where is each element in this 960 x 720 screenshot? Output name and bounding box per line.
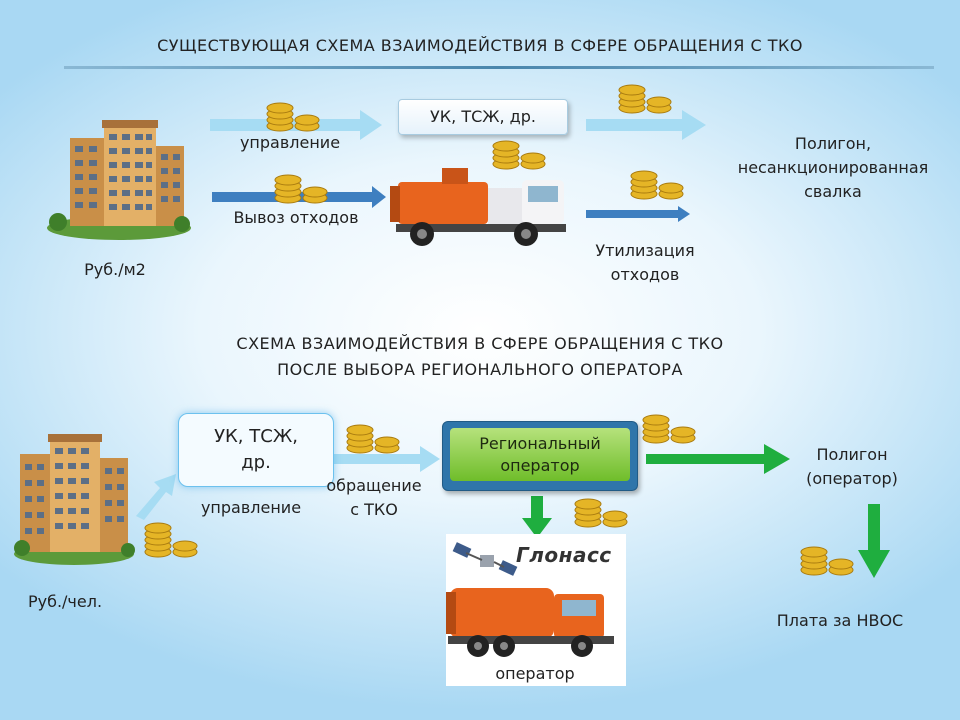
glonass-logo: Глонасс [516, 543, 612, 567]
coins-icon [274, 174, 328, 204]
building-to-uk-arrow [136, 474, 176, 520]
top-management-label: управление [239, 133, 341, 152]
bottom-landfill-line-1: Полигон [816, 445, 888, 464]
bottom-landfill-line-2: (оператор) [806, 469, 898, 488]
handling-line-2: с ТКО [350, 500, 398, 519]
coins-icon [642, 414, 696, 444]
truck-operator-label: оператор [495, 664, 575, 683]
bottom-title-line-2: ПОСЛЕ ВЫБОРА РЕГИОНАЛЬНОГО ОПЕРАТОРА [277, 360, 683, 379]
nvos-fee-label: Плата за НВОС [776, 611, 904, 630]
garbage-truck-icon [446, 588, 614, 657]
uk-to-operator-arrow [334, 446, 440, 472]
truck-to-utilization-arrow [586, 206, 690, 222]
bottom-title-line-1: СХЕМА ВЗАИМОДЕЙСТВИЯ В СФЕРЕ ОБРАЩЕНИЯ С… [236, 334, 724, 353]
uk-tszh-box-top: УК, ТСЖ, др. [398, 99, 568, 135]
coins-icon [492, 140, 546, 170]
uk-bottom-line-2: др. [241, 452, 271, 473]
coins-icon [346, 424, 400, 454]
coins-icon [618, 84, 672, 114]
bottom-management-label: управление [200, 498, 302, 517]
bottom-scheme-title: СХЕМА ВЗАИМОДЕЙСТВИЯ В СФЕРЕ ОБРАЩЕНИЯ С… [100, 331, 860, 383]
handling-line-1: обращение [326, 476, 422, 495]
waste-removal-label: Вывоз отходов [233, 208, 359, 227]
uk-to-landfill-arrow [586, 110, 706, 140]
uk-bottom-line-1: УК, ТСЖ, [214, 426, 298, 447]
top-scheme-title: СУЩЕСТВУЮЩАЯ СХЕМА ВЗАИМОДЕЙСТВИЯ В СФЕР… [157, 36, 803, 55]
price-per-m2-label: Руб./м2 [84, 260, 146, 279]
top-landfill-line-2: несанкционированная [737, 158, 929, 177]
operator-to-truck-arrow [522, 496, 552, 538]
uk-tszh-box-bottom: УК, ТСЖ, др. [178, 413, 334, 487]
apartment-building-icon [14, 434, 135, 565]
garbage-truck-icon [390, 168, 566, 246]
apartment-building-icon [47, 120, 191, 240]
regional-operator-box: Региональный оператор [442, 421, 638, 491]
coins-icon [800, 546, 854, 576]
price-per-person-label: Руб./чел. [27, 592, 103, 611]
satellite-icon [452, 542, 518, 576]
top-landfill-line-3: свалка [804, 182, 862, 201]
utilization-label: Утилизация отходов [580, 239, 710, 287]
coins-icon [574, 498, 628, 528]
operator-to-landfill-arrow [646, 444, 790, 474]
coins-icon [266, 102, 320, 132]
coins-icon [630, 170, 684, 200]
operator-box-line-1: Региональный [479, 433, 601, 453]
coins-icon [144, 522, 198, 558]
top-title-underline [64, 66, 934, 69]
utilization-line-1: Утилизация [595, 241, 695, 260]
landfill-to-fee-arrow [858, 504, 890, 578]
operator-box-line-2: оператор [500, 455, 580, 475]
waste-handling-label: обращение с ТКО [324, 474, 424, 522]
bottom-landfill-label: Полигон (оператор) [782, 443, 922, 491]
top-landfill-line-1: Полигон, [794, 134, 872, 153]
top-landfill-label: Полигон, несанкционированная свалка [716, 132, 950, 204]
utilization-line-2: отходов [610, 265, 680, 284]
